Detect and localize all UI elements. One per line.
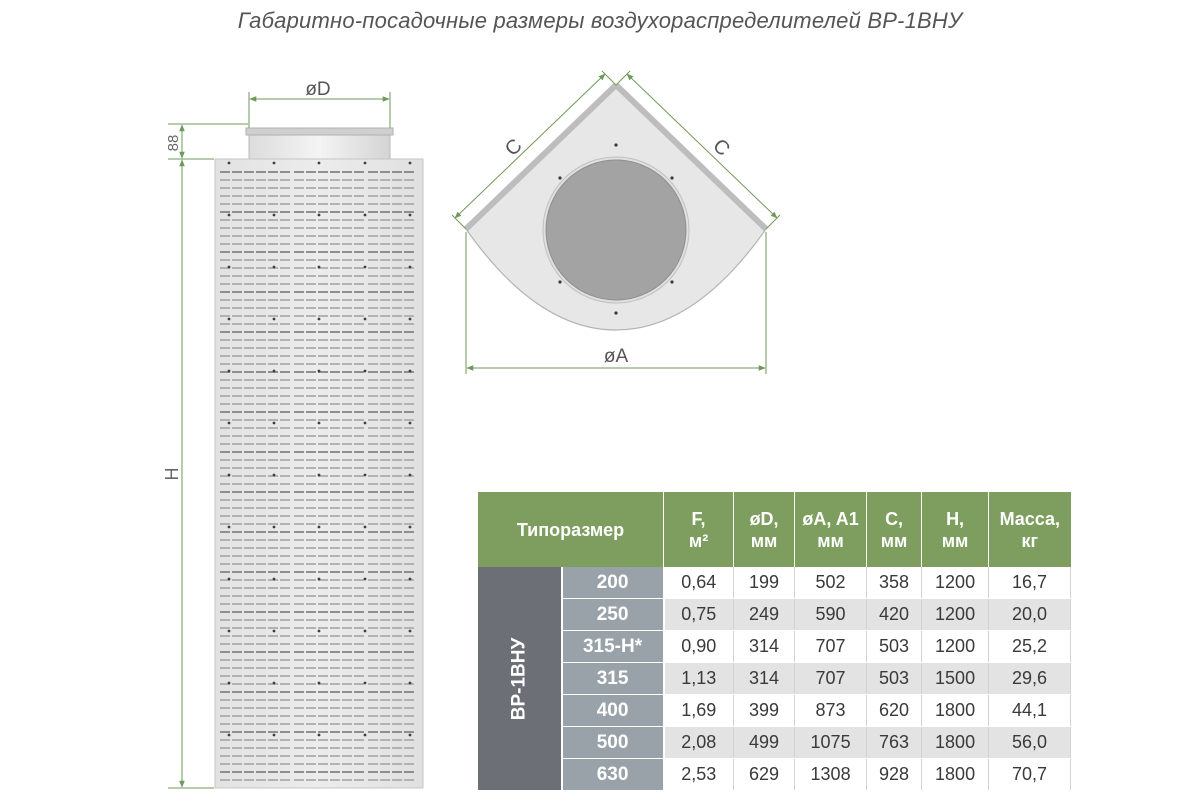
table-row: 250 0,75 249 590 420 1200 20,0 [478, 598, 1072, 631]
col-header-h: H,мм [921, 492, 990, 567]
front-view [214, 127, 424, 789]
cell-a: 590 [794, 598, 868, 631]
dimension-88: 88 [165, 123, 248, 160]
table-row: ВР-1ВНУ 200 0,64 199 502 358 1200 16,7 [478, 567, 1072, 791]
col-header-size: Типоразмер [478, 492, 665, 567]
cell-h: 1800 [921, 758, 990, 791]
cell-f: 1,69 [663, 694, 735, 727]
cell-f: 2,08 [663, 726, 735, 759]
dim-88-label: 88 [165, 135, 182, 152]
cell-a: 873 [794, 694, 868, 727]
cell-a: 707 [794, 630, 868, 663]
cell-size: 630 [561, 758, 665, 791]
cell-d: 314 [733, 630, 796, 663]
table-row: 400 1,69 399 873 620 1800 44,1 [478, 694, 1072, 727]
spigot-opening [545, 159, 687, 301]
cell-f: 0,75 [663, 598, 735, 631]
cell-d: 629 [733, 758, 796, 791]
table-row: 315-Н* 0,90 314 707 503 1200 25,2 [478, 630, 1072, 663]
dim-c-left-label: C [501, 135, 527, 161]
cell-h: 1200 [921, 598, 990, 631]
dim-a-label: øA [604, 346, 629, 367]
cell-mass: 56,0 [988, 726, 1072, 759]
cell-c: 928 [866, 758, 923, 791]
series-label: ВР-1ВНУ [478, 567, 563, 791]
dim-h-label: H [162, 468, 182, 481]
spigot-bead [245, 127, 394, 136]
cell-a: 1308 [794, 758, 868, 791]
cell-d: 499 [733, 726, 796, 759]
cell-size: 400 [561, 694, 665, 727]
cell-size: 500 [561, 726, 665, 759]
perforation-pattern [220, 161, 414, 781]
cell-size: 315-Н* [561, 630, 665, 663]
top-view [463, 82, 769, 331]
dimension-d: øD [248, 79, 391, 128]
diffuser-body [214, 158, 424, 789]
cell-c: 358 [866, 567, 923, 599]
cell-mass: 25,2 [988, 630, 1072, 663]
table-row: 315 1,13 314 707 503 1500 29,6 [478, 662, 1072, 695]
dimension-a: øA [465, 232, 767, 374]
cell-mass: 20,0 [988, 598, 1072, 631]
cell-a: 1075 [794, 726, 868, 759]
col-header-f: F,м² [663, 492, 735, 567]
page-title: Габаритно-посадочные размеры воздухорасп… [237, 8, 963, 33]
cell-mass: 29,6 [988, 662, 1072, 695]
cell-size: 315 [561, 662, 665, 695]
cell-mass: 16,7 [988, 567, 1072, 599]
cell-d: 314 [733, 662, 796, 695]
cell-h: 1500 [921, 662, 990, 695]
cell-c: 620 [866, 694, 923, 727]
cell-h: 1800 [921, 694, 990, 727]
cell-a: 707 [794, 662, 868, 695]
cell-f: 2,53 [663, 758, 735, 791]
cell-mass: 44,1 [988, 694, 1072, 727]
cell-c: 420 [866, 598, 923, 631]
col-header-mass: Масса,кг [988, 492, 1071, 567]
table-row: 500 2,08 499 1075 763 1800 56,0 [478, 726, 1072, 759]
cell-d: 399 [733, 694, 796, 727]
cell-size: 200 [561, 567, 665, 599]
cell-h: 1800 [921, 726, 990, 759]
cell-f: 1,13 [663, 662, 735, 695]
cell-f: 0,64 [663, 567, 735, 599]
col-header-d: øD,мм [733, 492, 796, 567]
cell-size: 250 [561, 598, 665, 631]
col-header-c: C,мм [866, 492, 923, 567]
dimension-h: H [162, 159, 214, 789]
cell-c: 763 [866, 726, 923, 759]
cell-d: 199 [733, 567, 796, 599]
cell-d: 249 [733, 598, 796, 631]
cell-c: 503 [866, 662, 923, 695]
dim-c-right-label: C [708, 135, 734, 161]
cell-c: 503 [866, 630, 923, 663]
table-body: ВР-1ВНУ 200 0,64 199 502 358 1200 16,7 2… [478, 567, 1072, 791]
cell-a: 502 [794, 567, 868, 599]
table-row: 630 2,53 629 1308 928 1800 70,7 [478, 758, 1072, 791]
cell-f: 0,90 [663, 630, 735, 663]
cell-h: 1200 [921, 630, 990, 663]
cell-h: 1200 [921, 567, 990, 599]
cell-mass: 70,7 [988, 758, 1072, 791]
dim-d-label: øD [305, 79, 330, 100]
